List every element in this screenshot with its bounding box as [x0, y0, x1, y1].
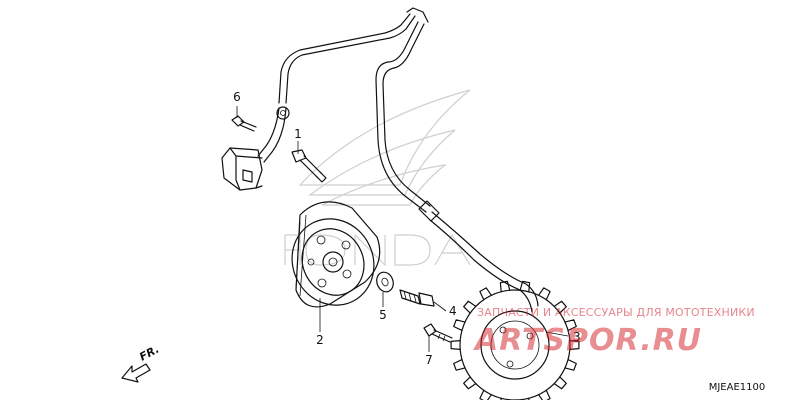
- callout-part-4[interactable]: 4: [449, 304, 457, 318]
- watermark-brand: ARTSPOR.RU: [473, 323, 702, 358]
- callout-part-1[interactable]: 1: [294, 127, 302, 141]
- callout-part-2[interactable]: 2: [316, 333, 324, 347]
- flywheel-rotor: [291, 201, 381, 308]
- connector-block: [221, 147, 263, 191]
- front-direction-arrow-icon: [121, 363, 151, 383]
- leader-lines: [236, 106, 569, 352]
- callout-part-5[interactable]: 5: [379, 308, 387, 322]
- callout-part-3[interactable]: 3: [573, 330, 581, 344]
- callout-part-6[interactable]: 6: [233, 90, 241, 104]
- stator-coil: [450, 280, 580, 400]
- washer-5: [376, 271, 394, 293]
- clamp-1: [291, 149, 327, 183]
- callout-part-7[interactable]: 7: [425, 353, 433, 367]
- watermark-tagline: ЗАПЧАСТИ И АКСЕССУАРЫ ДЛЯ МОТОТЕХНИКИ: [477, 306, 755, 319]
- diagram-code: MJEAE1100: [709, 382, 766, 393]
- wiring-harness: [257, 7, 539, 313]
- bolt-4: [399, 289, 435, 307]
- bolt-6: [231, 115, 257, 132]
- front-direction-label: FR.: [137, 343, 161, 364]
- honda-wing-logo: [284, 89, 471, 267]
- bolt-7: [423, 323, 453, 343]
